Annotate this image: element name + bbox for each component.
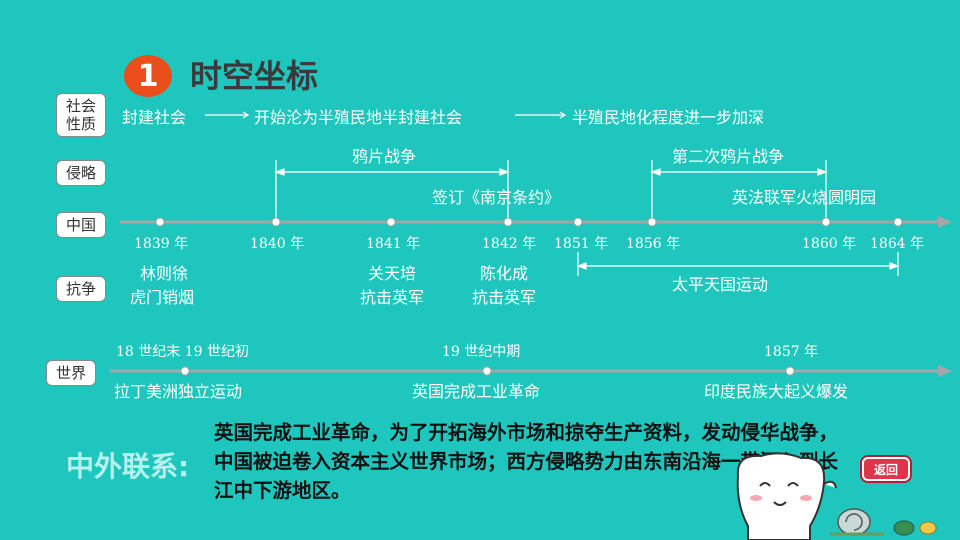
row-label-world: 世界 (46, 360, 96, 386)
nature-stage-1: 封建社会 (122, 108, 187, 127)
world-event-2: 英国完成工业革命 (412, 382, 541, 401)
world-time-1: 18 世纪末 19 世纪初 (116, 344, 249, 360)
year-1842: 1842 年 (482, 236, 537, 252)
opium-war-label: 鸦片战争 (352, 147, 417, 166)
connection-text: 英国完成工业革命，为了开拓海外市场和掠夺生产资料，发动侵华战争，中国被迫卷入资本… (214, 421, 839, 502)
nature-stage-3: 半殖民地化程度进一步加深 (572, 108, 765, 127)
second-opium-war-label: 第二次鸦片战争 (672, 147, 785, 166)
year-1840: 1840 年 (250, 236, 305, 252)
row-label-china: 中国 (56, 212, 106, 238)
yuanmingyuan-burning-label: 英法联军火烧圆明园 (732, 188, 877, 207)
connection-label: 中外联系: (66, 450, 190, 483)
year-1851: 1851 年 (554, 236, 609, 252)
row-label-nature: 社会 性质 (56, 93, 106, 137)
world-event-1: 拉丁美洲独立运动 (114, 382, 243, 401)
section-title: 时空坐标 (190, 57, 319, 95)
row-label-resistance: 抗争 (56, 276, 106, 302)
row-label-aggression: 侵略 (56, 160, 106, 186)
nanjing-treaty-label: 签订《南京条约》 (432, 188, 561, 207)
resistance-chen-name: 陈化成 (479, 264, 528, 283)
world-event-3: 印度民族大起义爆发 (704, 382, 849, 401)
back-button[interactable]: 返回 (862, 457, 910, 481)
resistance-lin-name: 林则徐 (139, 264, 188, 283)
resistance-lin-event: 虎门销烟 (130, 288, 195, 307)
world-time-2: 19 世纪中期 (442, 344, 521, 360)
world-time-3: 1857 年 (764, 344, 819, 360)
tooth-mascot-icon (736, 452, 837, 540)
year-1841: 1841 年 (366, 236, 421, 252)
taiping-movement-label: 太平天国运动 (672, 275, 769, 294)
resistance-chen-event: 抗击英军 (471, 288, 536, 307)
nature-stage-2: 开始沦为半殖民地半封建社会 (254, 108, 463, 127)
section-number-badge: 1 (124, 55, 172, 97)
resistance-guan-event: 抗击英军 (359, 288, 424, 307)
resistance-guan-name: 关天培 (367, 264, 416, 283)
resistance-lin-zexu: 林则徐 虎门销烟 (130, 262, 194, 310)
year-1860: 1860 年 (802, 236, 857, 252)
year-1856: 1856 年 (626, 236, 681, 252)
year-1839: 1839 年 (134, 236, 189, 252)
resistance-guan-tianpei: 关天培 抗击英军 (352, 262, 432, 310)
snail-decoration-icon (830, 508, 937, 536)
year-1864: 1864 年 (870, 236, 925, 252)
resistance-chen-huacheng: 陈化成 抗击英军 (464, 262, 544, 310)
